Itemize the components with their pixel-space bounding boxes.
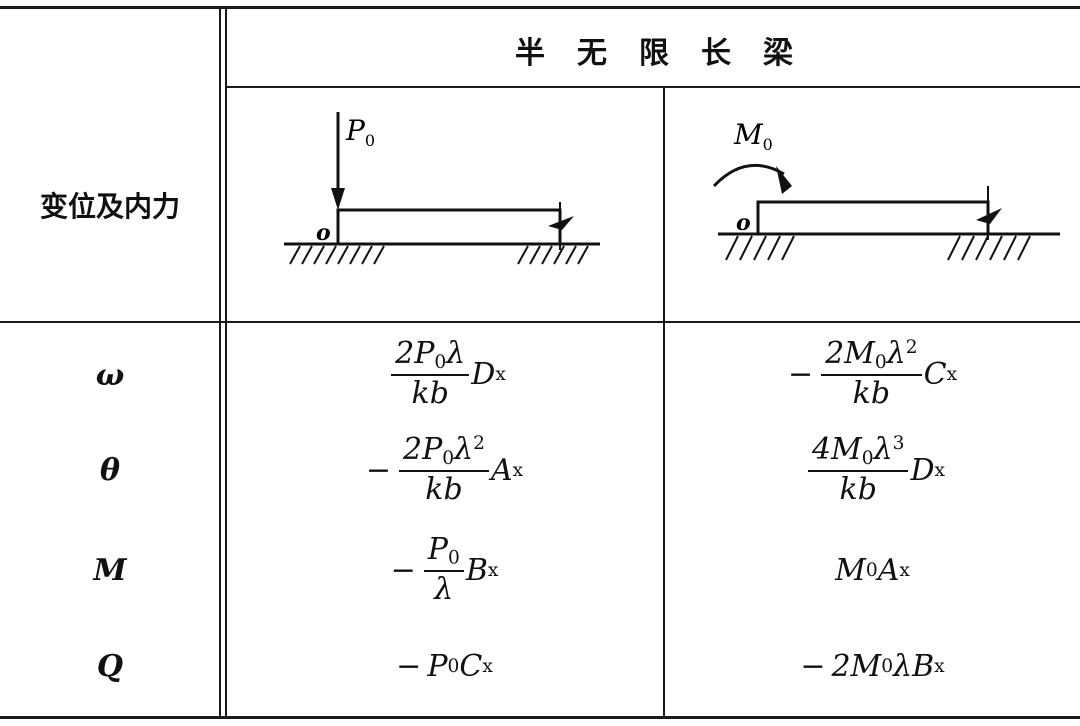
row-symbol-shear: Q — [96, 648, 124, 684]
case-column-divider — [663, 86, 665, 719]
title-char: 限 — [639, 36, 669, 71]
origin-label: o — [316, 220, 331, 246]
row-symbol-rotation: θ — [99, 452, 120, 488]
label-column-divider-outer — [219, 6, 221, 719]
table-bottom-border — [0, 716, 1080, 719]
title-char: 长 — [701, 36, 731, 71]
table-top-border — [0, 6, 1080, 9]
point-load-diagram: P0 o — [284, 112, 600, 265]
row-symbol-moment: M — [93, 552, 127, 588]
header-body-divider — [0, 321, 1080, 323]
table-title: 半 无 限 长 梁 — [228, 14, 1080, 86]
origin-label: o — [736, 210, 751, 236]
label-column-divider-inner — [225, 6, 227, 719]
title-char: 半 — [515, 36, 545, 71]
moment-load-symbol: M0 — [733, 118, 773, 154]
header-title-divider — [226, 86, 1080, 88]
row-symbol-deflection: ω — [95, 357, 125, 393]
row-label-header: 变位及内力 — [39, 190, 180, 223]
title-char: 梁 — [763, 36, 793, 71]
point-load-symbol: P0 — [345, 114, 375, 150]
moment-load-diagram: M0 o — [712, 118, 1060, 261]
title-char: 无 — [577, 36, 607, 71]
